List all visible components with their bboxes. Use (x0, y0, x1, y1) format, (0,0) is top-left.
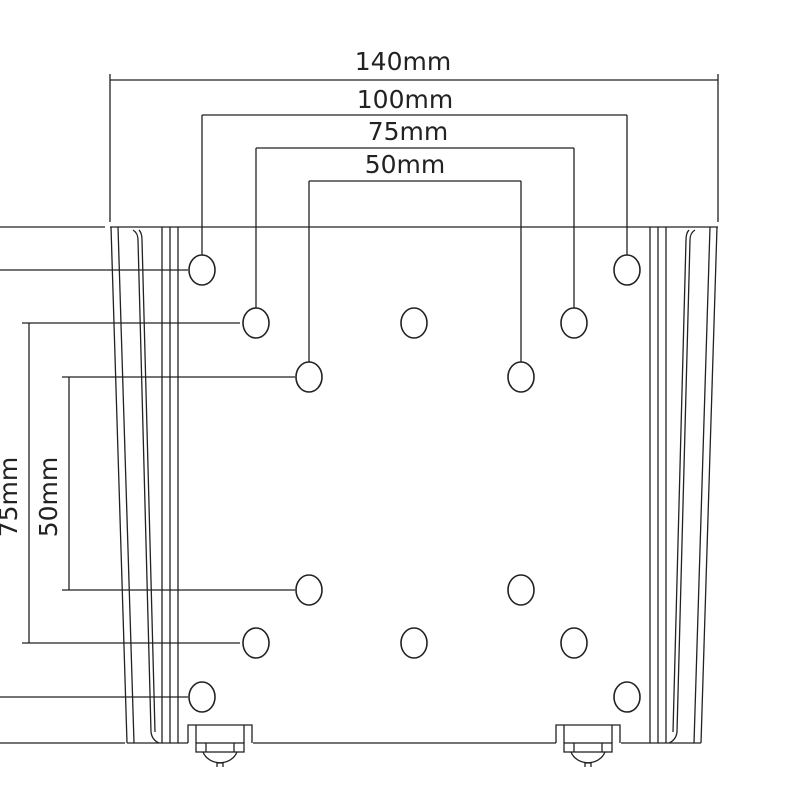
hole-center-top (400, 307, 428, 339)
left-dimension-lines: 75mm 50mm (0, 226, 295, 744)
mounting-plate (110, 226, 718, 744)
label-height-75mm: 75mm (0, 457, 23, 538)
label-75mm: 75mm (368, 117, 449, 146)
hole-75-br (560, 627, 588, 659)
hole-75-tr (560, 307, 588, 339)
hole-75-bl (242, 627, 270, 659)
hole-100-bl (188, 681, 216, 713)
label-50mm: 50mm (365, 150, 446, 179)
hole-50-bl (295, 574, 323, 606)
bottom-tab-right (555, 724, 621, 767)
dimension-50mm: 50mm (308, 150, 522, 363)
label-height-50mm: 50mm (34, 457, 63, 538)
dimension-75mm: 75mm (255, 117, 575, 309)
mounting-holes (188, 254, 641, 713)
label-100mm: 100mm (357, 85, 453, 114)
hole-50-tl (295, 361, 323, 393)
hole-50-br (507, 574, 535, 606)
bottom-tab-left (187, 724, 253, 767)
hole-center-bottom (400, 627, 428, 659)
dimension-140mm: 140mm (109, 47, 719, 222)
dimension-100mm: 100mm (201, 85, 628, 256)
hole-50-tr (507, 361, 535, 393)
hole-75-tl (242, 307, 270, 339)
hole-100-tl (188, 254, 216, 286)
hole-100-tr (613, 254, 641, 286)
label-140mm: 140mm (355, 47, 451, 76)
hole-100-br (613, 681, 641, 713)
